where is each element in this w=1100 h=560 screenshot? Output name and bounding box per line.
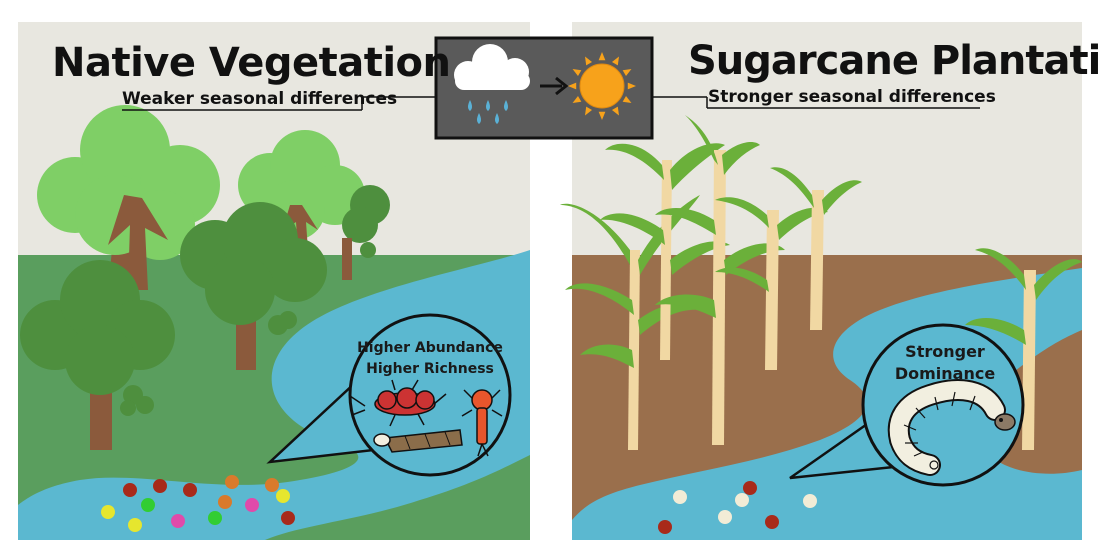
tree-middle: [180, 202, 327, 370]
taxa-dots-left: [101, 475, 295, 532]
taxon-dot: [101, 505, 115, 519]
sugarcane-stalk: [655, 115, 785, 445]
sun-ray: [611, 106, 619, 116]
right-panel-title: Sugarcane Plantation: [688, 38, 1100, 84]
insect-caddisfly-case-icon: [373, 429, 463, 453]
taxon-dot: [265, 478, 279, 492]
sun-ray: [572, 69, 582, 77]
sugarcane-stalks: [560, 115, 1082, 450]
taxon-dot: [765, 515, 779, 529]
sun-ray: [622, 95, 632, 103]
taxon-dot: [658, 520, 672, 534]
season-box: [122, 36, 980, 140]
sun-ray: [598, 111, 606, 120]
left-callout-line2: Higher Richness: [366, 361, 494, 377]
tree-back-left: [37, 105, 220, 290]
taxon-dot: [183, 483, 197, 497]
left-callout-line1: Higher Abundance: [357, 340, 503, 356]
sun-ray: [611, 56, 619, 66]
taxon-dot: [218, 495, 232, 509]
taxon-dot: [208, 511, 222, 525]
right-callout-line2: Dominance: [894, 364, 996, 383]
insect-mayfly-nymph-icon: [461, 389, 503, 457]
arrow-right-icon: [540, 76, 569, 96]
chironomid-larva-icon: [887, 379, 1016, 476]
rain-cloud-icon: [454, 44, 530, 124]
taxon-dot: [718, 510, 732, 524]
taxon-dot: [276, 489, 290, 503]
taxon-dot: [245, 498, 259, 512]
right-callout-line1: Stronger: [905, 342, 985, 361]
taxa-dots-right: [658, 481, 817, 534]
sugarcane-stalk: [965, 248, 1082, 450]
taxon-dot: [743, 481, 757, 495]
sun-ray: [568, 82, 577, 90]
taxon-dot: [673, 490, 687, 504]
left-panel-subtitle: Weaker seasonal differences: [122, 89, 398, 109]
tree-front: [20, 260, 175, 450]
taxon-dot: [123, 483, 137, 497]
sun-ray: [585, 56, 593, 66]
sun-ray: [598, 52, 606, 61]
taxon-dot: [803, 494, 817, 508]
sugarcane-stalk: [770, 167, 862, 330]
taxon-dot: [171, 514, 185, 528]
sun-ray: [622, 69, 632, 77]
sun-ray: [627, 82, 636, 90]
tree-back-right: [238, 130, 390, 280]
taxon-dot: [225, 475, 239, 489]
taxon-dot: [281, 511, 295, 525]
sugarcane-stalk: [715, 197, 828, 370]
sun-ray: [572, 95, 582, 103]
taxon-dot: [153, 479, 167, 493]
taxon-dot: [128, 518, 142, 532]
taxon-dot: [141, 498, 155, 512]
sun-icon: [568, 52, 636, 120]
insect-stonefly-larva-icon: [349, 379, 447, 427]
right-panel-subtitle: Stronger seasonal differences: [708, 87, 996, 107]
right-panel: [560, 22, 1082, 540]
sugarcane-stalk: [560, 195, 700, 450]
sun-ray: [585, 106, 593, 116]
taxon-dot: [735, 493, 749, 507]
left-panel-title: Native Vegetation: [52, 40, 451, 86]
